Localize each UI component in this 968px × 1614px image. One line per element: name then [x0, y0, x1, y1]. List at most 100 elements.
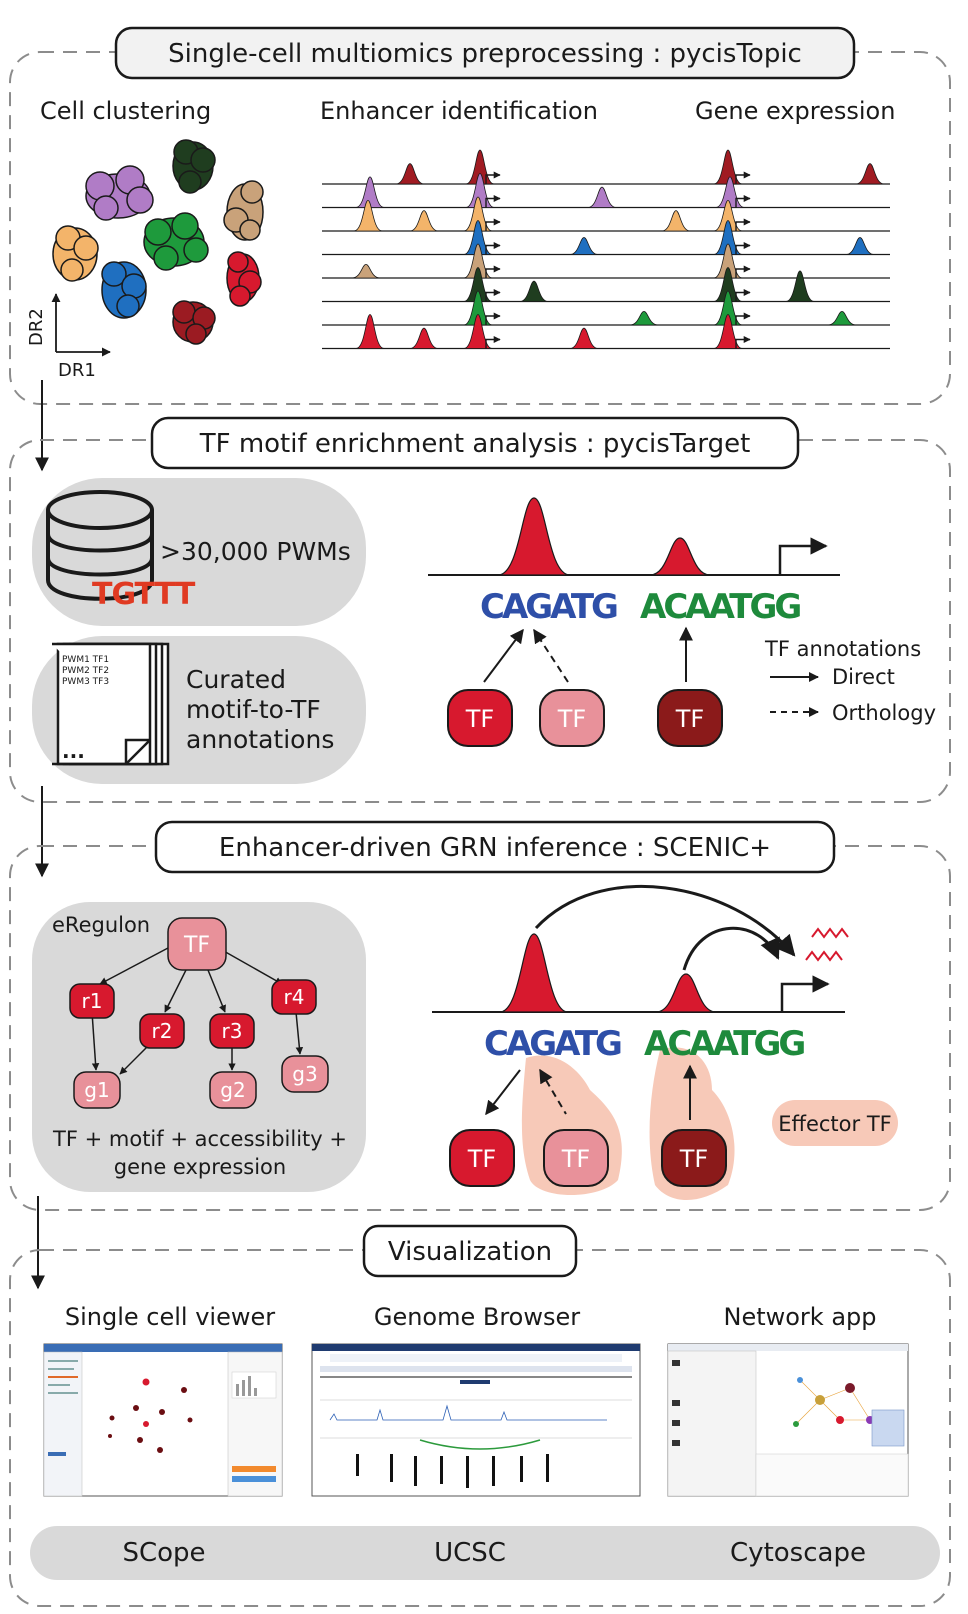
- eregulon-panel: [32, 902, 366, 1192]
- cluster-purple: [85, 165, 154, 221]
- accessibility-peak: [713, 243, 743, 279]
- grn-tf-node-darkred-label: TF: [679, 1145, 708, 1173]
- orthology-arrow-1: [533, 628, 569, 683]
- section-3-title: Enhancer-driven GRN inference : SCENIC+: [219, 833, 771, 863]
- accessibility-peak: [409, 210, 439, 232]
- accessibility-peak: [463, 196, 493, 232]
- eregulon-root-label: TF: [183, 933, 210, 958]
- accessibility-peak: [519, 280, 549, 302]
- grn-motif-logo-2: ACAATGG: [644, 1024, 804, 1064]
- grn-tf-node-pink: [543, 1129, 609, 1187]
- tss-arrow: [485, 242, 501, 255]
- document-stack-icon: [52, 642, 170, 766]
- gene-label-g3: g3: [292, 1062, 317, 1086]
- database-icon: [46, 490, 154, 601]
- tool-name-scope: SCope: [122, 1538, 205, 1568]
- accessibility-peak: [395, 163, 425, 185]
- motif-logo-2: ACAATGG: [640, 587, 800, 627]
- tss-arrow: [485, 312, 501, 325]
- section-2-title: TF motif enrichment analysis : pycisTarg…: [199, 429, 751, 459]
- curated-label-line-3: annotations: [186, 725, 334, 754]
- accessibility-peak: [713, 199, 743, 232]
- section-2-title-box: [150, 416, 800, 470]
- region-label-r1: r1: [82, 989, 103, 1013]
- gene-node-g3: [281, 1055, 329, 1093]
- tool-name-ucsc: UCSC: [434, 1538, 506, 1568]
- grn-motif-logo-1: CAGATG: [484, 1024, 621, 1064]
- ucsc-screenshot-thumbnail: [311, 1343, 641, 1497]
- dr2-label: DR2: [26, 308, 47, 346]
- tss-arrow: [485, 289, 501, 302]
- accessibility-peak: [713, 267, 743, 302]
- tss-arrow: [735, 265, 751, 278]
- accessibility-peak: [355, 176, 385, 208]
- accessibility-peak: [587, 186, 617, 208]
- legend-orthology-label: Orthology: [832, 701, 936, 725]
- accessibility-peak: [409, 327, 439, 349]
- section-3-title-box: [154, 820, 836, 874]
- eregulon-label: eRegulon: [52, 913, 150, 937]
- gene-label-g1: g1: [84, 1078, 109, 1102]
- region-node-r1: [69, 983, 115, 1019]
- accessibility-peak: [463, 220, 493, 255]
- scope-screenshot-thumbnail: [43, 1343, 283, 1497]
- cytoscape-screenshot-thumbnail: [667, 1343, 909, 1497]
- region-label-r4: r4: [284, 985, 305, 1009]
- tool-heading-ucsc: Genome Browser: [374, 1303, 580, 1331]
- accessibility-peak: [355, 314, 385, 349]
- tf-node-red-label: TF: [465, 705, 494, 733]
- accessibility-peak: [845, 237, 875, 255]
- doc-line-2: PWM2 TF2: [62, 666, 109, 676]
- cluster-orange: [52, 225, 99, 282]
- gene-node-g2: [209, 1071, 257, 1109]
- accessibility-peak: [715, 176, 745, 208]
- region-node-r2: [139, 1013, 185, 1049]
- eregulon-edges: [91, 947, 304, 1075]
- motif-logo-1: CAGATG: [480, 587, 617, 627]
- grn-tf-node-red-label: TF: [467, 1145, 496, 1173]
- accessibility-peak: [713, 220, 743, 255]
- tss-arrow: [735, 336, 751, 349]
- enhancer-identification-heading: Enhancer identification: [320, 97, 598, 125]
- cluster-darkgreen: [172, 139, 216, 194]
- cluster-red: [226, 251, 262, 307]
- tss-arrow: [735, 195, 751, 208]
- grn-tf-node-red: [449, 1129, 515, 1187]
- tool-names-bar: [30, 1526, 940, 1580]
- tf-node-darkred: [657, 689, 723, 747]
- dr1-label: DR1: [58, 360, 96, 381]
- tf-node-darkred-label: TF: [675, 705, 704, 733]
- accessibility-peak: [351, 263, 381, 279]
- section-1-title-box: [114, 26, 856, 80]
- tss-arrow: [735, 218, 751, 231]
- tss-arrow: [735, 312, 751, 325]
- grn-orthology-arrow: [539, 1068, 567, 1115]
- eregulon-caption-line-1: TF + motif + accessibility +: [52, 1127, 347, 1151]
- accessibility-peak: [827, 310, 857, 326]
- accessibility-tracks: [322, 149, 890, 350]
- cell-clustering-heading: Cell clustering: [40, 97, 211, 125]
- tool-heading-scope: Single cell viewer: [65, 1303, 275, 1331]
- region-node-r3: [209, 1013, 255, 1049]
- section-1-title: Single-cell multiomics preprocessing : p…: [168, 39, 802, 69]
- region-label-r3: r3: [222, 1019, 243, 1043]
- gene-node-g1: [73, 1071, 121, 1109]
- curated-label-line-1: Curated: [186, 665, 286, 694]
- tool-heading-cytoscape: Network app: [723, 1303, 876, 1331]
- tf-node-red: [447, 689, 513, 747]
- pwm-count-label: >30,000 PWMs: [160, 537, 351, 566]
- accessibility-peak: [713, 149, 743, 185]
- tss-arrow: [485, 218, 501, 231]
- accessibility-peak: [353, 199, 383, 232]
- pwm-logo: TGTTT: [92, 577, 196, 612]
- tf-node-pink: [539, 689, 605, 747]
- accessibility-peak: [569, 237, 599, 255]
- accessibility-peak: [463, 290, 493, 326]
- accessibility-peak: [785, 270, 815, 302]
- effector-tf-badge: [772, 1100, 898, 1146]
- grn-tf-node-pink-label: TF: [561, 1145, 590, 1173]
- tss-arrow: [735, 171, 751, 184]
- dr-axes: [51, 293, 111, 357]
- grn-schematic: [432, 885, 849, 1013]
